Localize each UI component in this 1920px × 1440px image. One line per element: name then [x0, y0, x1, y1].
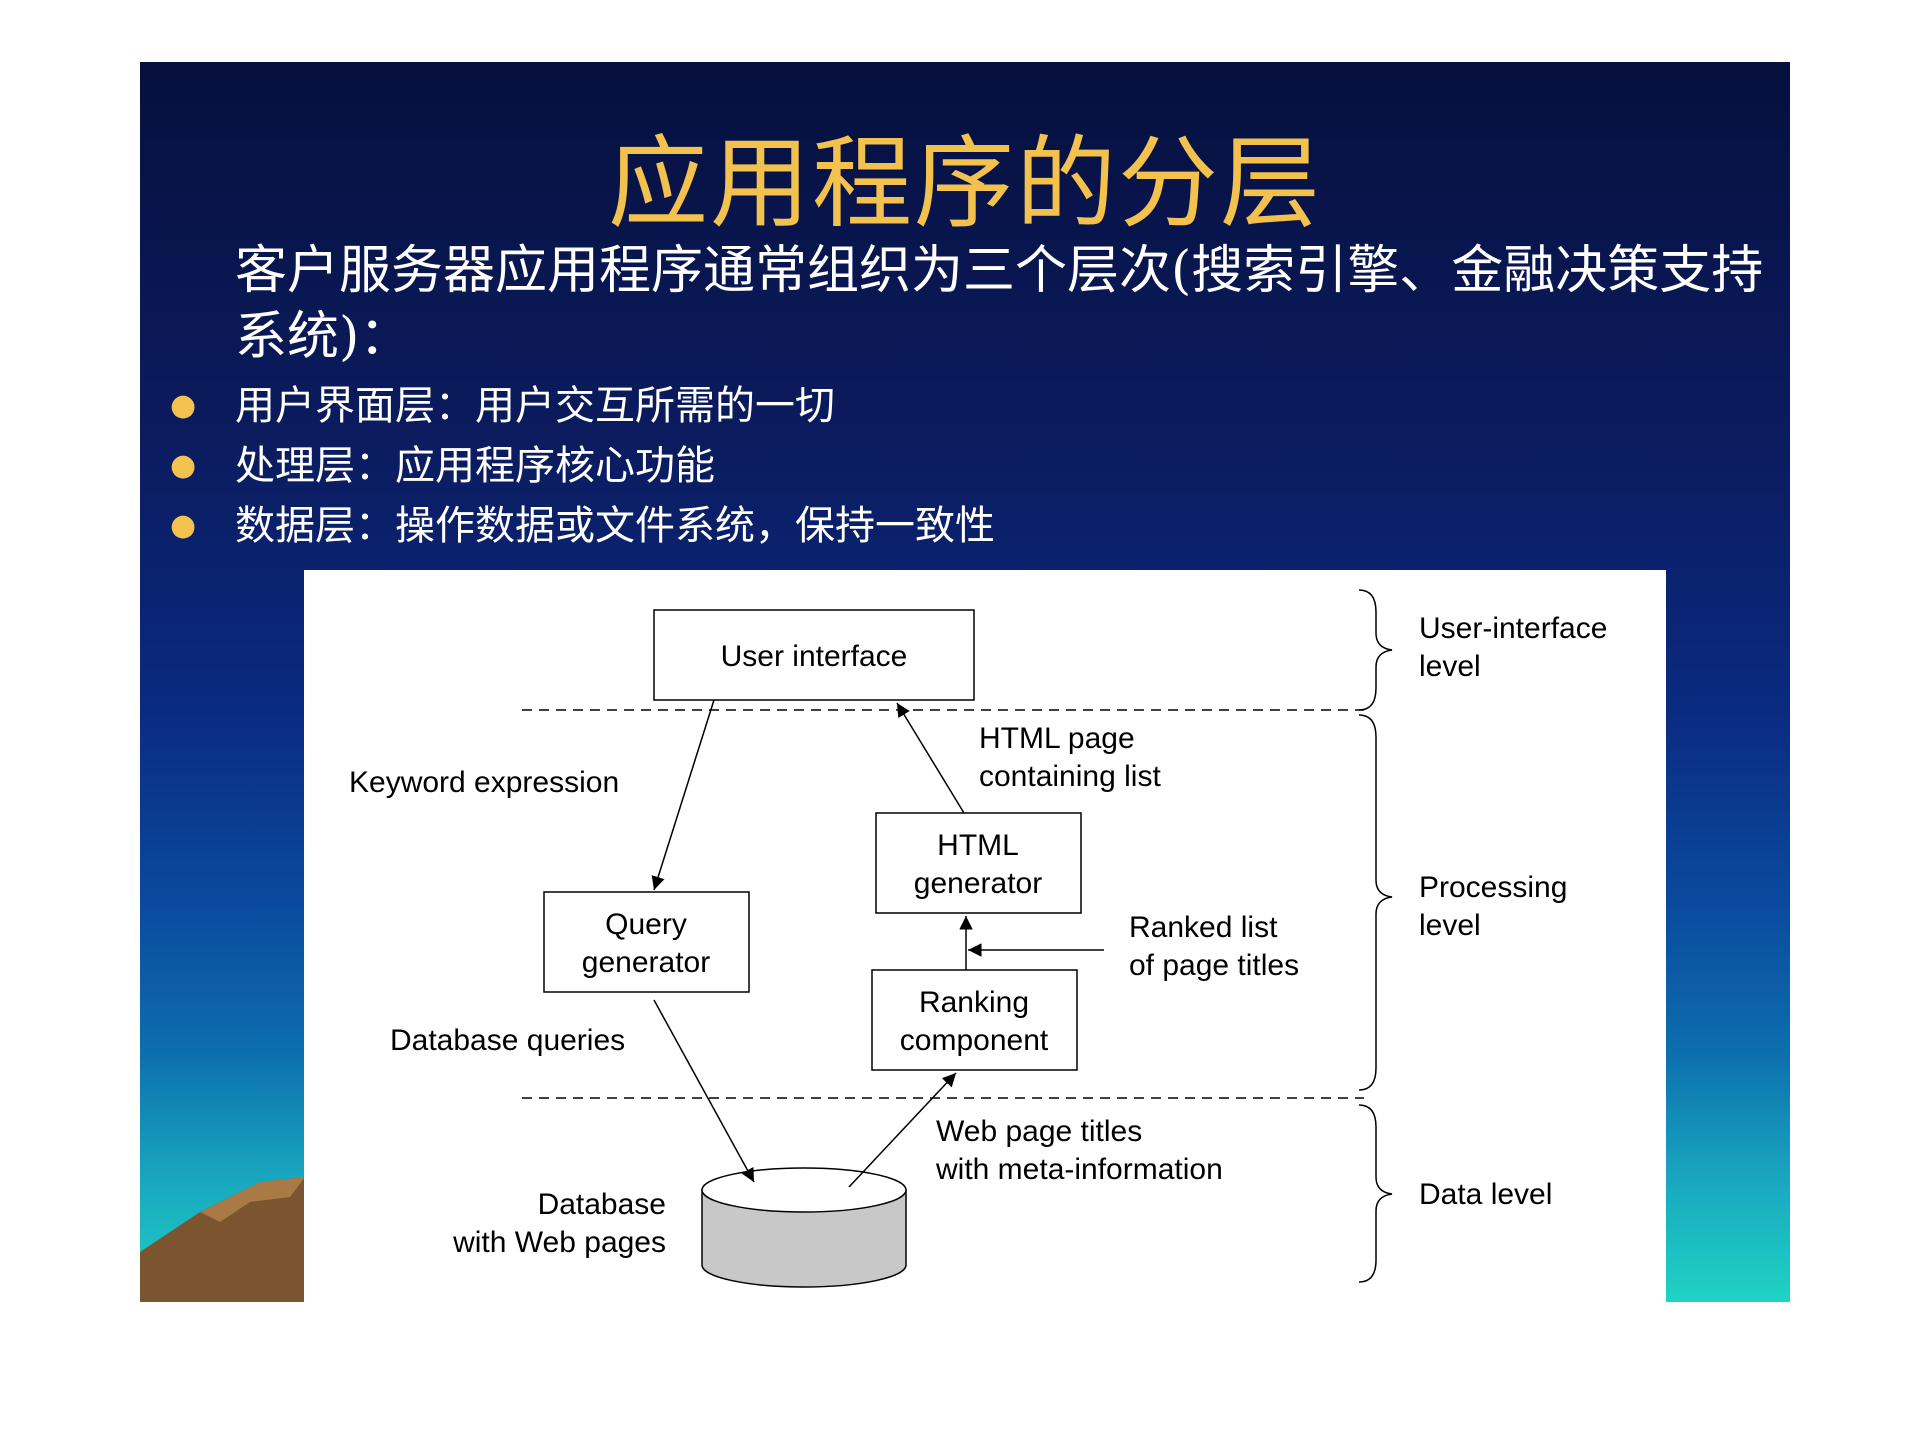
database-cylinder [701, 1167, 907, 1288]
bullet-item: ● 用户界面层：用户交互所需的一切 [170, 376, 995, 436]
brace-processing [1358, 714, 1393, 1091]
level-user-interface-label-2: level [1419, 650, 1481, 683]
user-interface-box [653, 609, 975, 701]
slide-title: 应用程序的分层 [608, 125, 1322, 242]
database-label-2: with Web pages [452, 1226, 666, 1259]
html-generator-box [875, 812, 1082, 914]
query-generator-label-2: generator [582, 946, 710, 979]
query-generator-box [543, 891, 750, 993]
bullet-text: 处理层：应用程序核心功能 [235, 443, 715, 489]
html-generator-label-2: generator [914, 867, 1042, 900]
web-page-titles-label-1: Web page titles [936, 1115, 1142, 1148]
bullet-dot-icon: ● [170, 448, 197, 483]
user-interface-label: User interface [721, 640, 908, 673]
ranked-list-label-2: of page titles [1129, 949, 1299, 982]
ranking-component-label-2: component [900, 1024, 1049, 1057]
keyword-expression-label: Keyword expression [349, 766, 619, 799]
bullet-text: 用户界面层：用户交互所需的一切 [235, 383, 835, 429]
bullet-dot-icon: ● [170, 508, 197, 543]
layer-diagram: User interface HTML generator Query gene… [304, 570, 1666, 1302]
arrow-db-to-ranking [848, 1072, 957, 1188]
web-page-titles-label-2: with meta-information [935, 1153, 1223, 1186]
intro-text: 客户服务器应用程序通常组织为三个层次(搜索引擎、金融决策支持系统)： [235, 241, 1764, 367]
brace-data [1358, 1104, 1393, 1283]
ranked-list-label-1: Ranked list [1129, 911, 1278, 944]
bullet-item: ● 处理层：应用程序核心功能 [170, 436, 995, 496]
ranking-component-box [871, 969, 1078, 1071]
bullet-list: ● 用户界面层：用户交互所需的一切 ● 处理层：应用程序核心功能 ● 数据层：操… [170, 376, 995, 556]
level-processing-label-1: Processing [1419, 871, 1567, 904]
database-queries-label: Database queries [390, 1024, 625, 1057]
ranking-component-label-1: Ranking [919, 986, 1029, 1019]
arrow-ui-to-query [651, 699, 715, 891]
level-data-label: Data level [1419, 1178, 1552, 1211]
bullet-item: ● 数据层：操作数据或文件系统，保持一致性 [170, 496, 995, 556]
html-generator-label-1: HTML [937, 829, 1019, 862]
mountain-decoration [140, 1172, 310, 1302]
arrow-html-to-ui [896, 702, 965, 814]
html-page-label-1: HTML page [979, 722, 1135, 755]
brace-user-interface [1358, 589, 1393, 711]
bullet-text: 数据层：操作数据或文件系统，保持一致性 [235, 503, 995, 549]
query-generator-label-1: Query [605, 908, 687, 941]
bullet-dot-icon: ● [170, 388, 197, 423]
level-processing-label-2: level [1419, 909, 1481, 942]
database-label-1: Database [538, 1188, 666, 1221]
html-page-label-2: containing list [979, 760, 1161, 793]
level-user-interface-label-1: User-interface [1419, 612, 1607, 645]
arrow-query-to-db [653, 999, 755, 1183]
